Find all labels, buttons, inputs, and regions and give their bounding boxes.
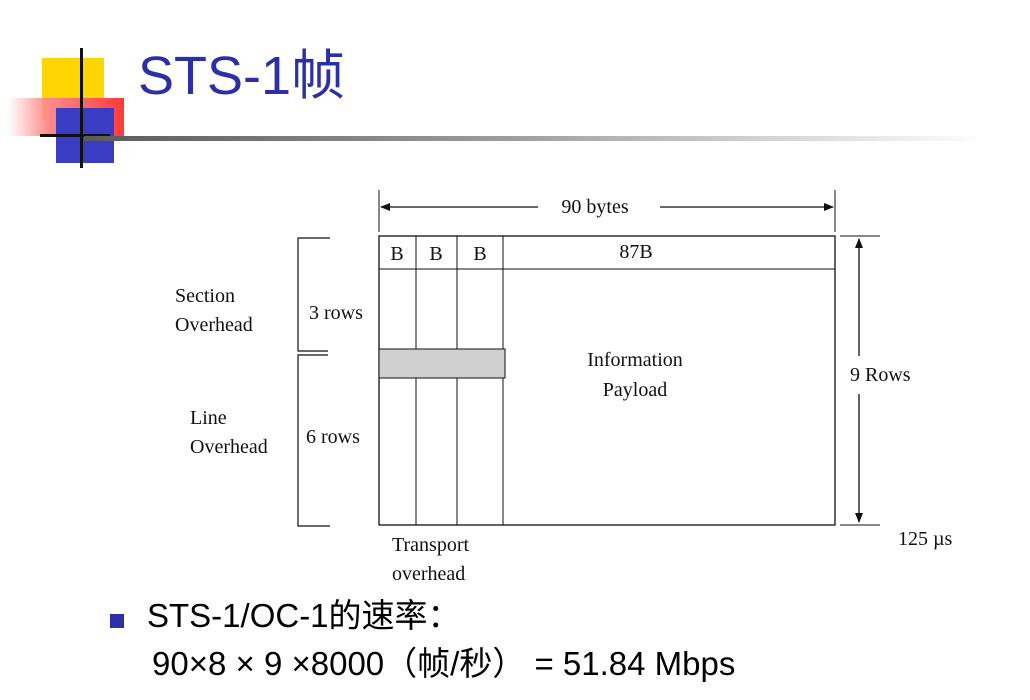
rate-formula: 90×8 × 9 ×8000（帧/秒） = 51.84 Mbps: [152, 645, 736, 682]
title-underline-rule: [84, 136, 984, 141]
overhead-column-label-2: B: [429, 243, 442, 265]
line-rows-label: 6 rows: [306, 426, 360, 448]
transport-overhead-label-line-1: Transport: [392, 534, 469, 556]
section-overhead-label-line-2: Overhead: [175, 314, 253, 336]
bullet-marker: [110, 614, 124, 628]
line-overhead-label-line-2: Overhead: [190, 436, 268, 458]
line-overhead-label-line-1: Line: [190, 407, 227, 429]
line-overhead-bracket: [297, 354, 330, 527]
pointer-band: [378, 348, 506, 379]
section-overhead-bracket: [297, 237, 330, 352]
payload-label-line-1: Information: [587, 349, 683, 371]
section-rows-label: 3 rows: [309, 302, 363, 324]
frame-outline: [378, 235, 836, 526]
title-decoration-vertical-line: [80, 48, 83, 168]
transport-overhead-label-line-2: overhead: [392, 563, 465, 585]
title-decoration-horizontal-line: [40, 134, 110, 137]
overhead-column-label-1: B: [390, 243, 403, 265]
payload-column-label: 87B: [619, 241, 652, 263]
section-overhead-label-line-1: Section: [175, 285, 235, 307]
page-title: STS-1帧: [138, 46, 346, 106]
payload-label-line-2: Payload: [603, 379, 667, 401]
overhead-column-label-3: B: [473, 243, 486, 265]
duration-label: 125 µs: [898, 528, 953, 550]
bullet-text: STS-1/OC-1的速率：: [147, 597, 461, 634]
width-label: 90 bytes: [561, 196, 628, 218]
height-label: 9 Rows: [850, 364, 911, 386]
